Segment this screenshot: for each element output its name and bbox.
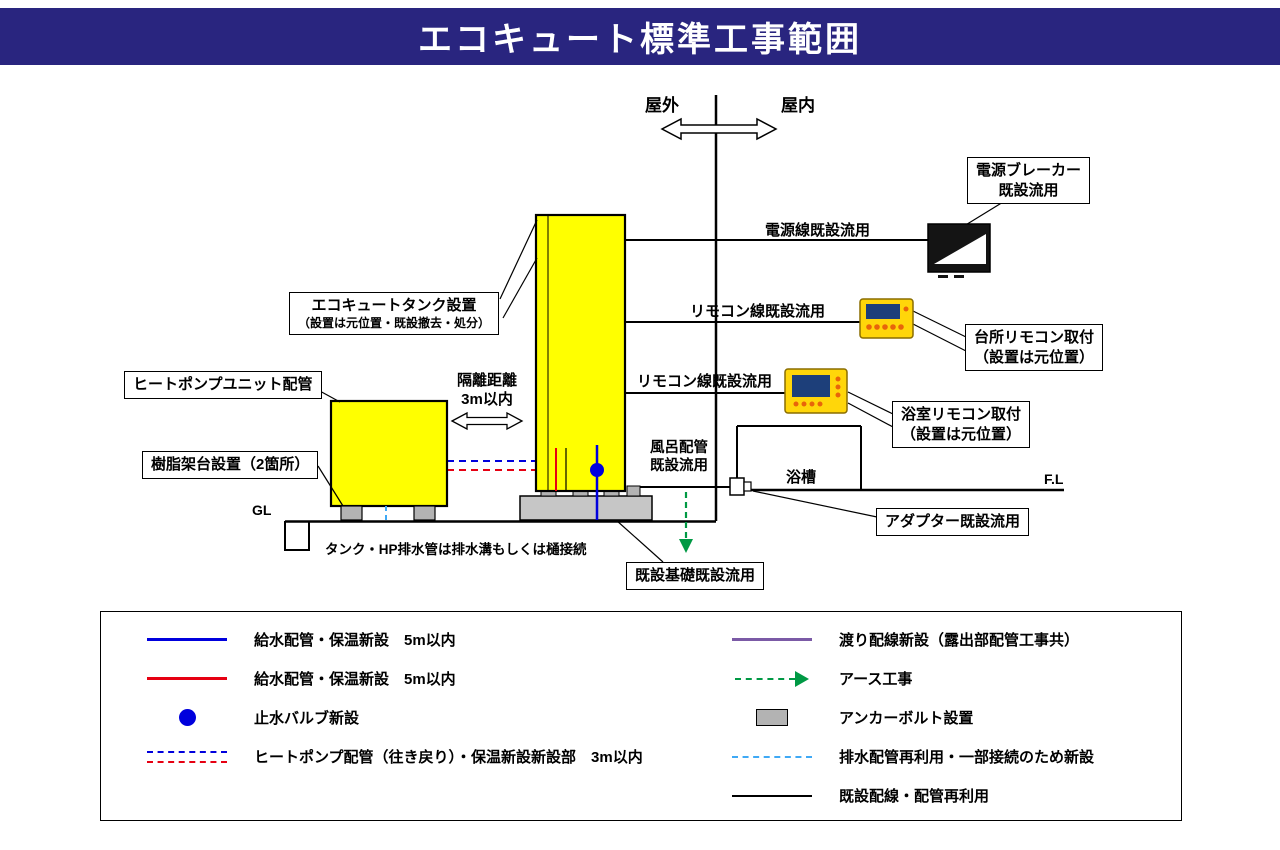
breaker-icon <box>927 223 991 278</box>
callout-breaker: 電源ブレーカー 既設流用 <box>967 157 1091 204</box>
callout-bath-remote: 浴室リモコン取付 （設置は元位置） <box>892 401 1031 448</box>
callout-adapter: アダプター既設流用 <box>876 508 1030 536</box>
floor-level-label: F.L <box>1044 471 1064 487</box>
legend-item: 給水配管・保温新設 5m以内 <box>146 659 643 698</box>
legend-item: アンカーボルト設置 <box>731 698 1094 737</box>
power-line-label: 電源線既設流用 <box>765 222 871 239</box>
legend-box: 給水配管・保温新設 5m以内 給水配管・保温新設 5m以内 止水バルブ新設 ヒー… <box>100 611 1182 821</box>
callout-stand: 樹脂架台設置（2箇所） <box>142 451 319 479</box>
callout-kitchen-remote: 台所リモコン取付 （設置は元位置） <box>965 324 1104 371</box>
legend-right-column: 渡り配線新設（露出部配管工事共） アース工事 アンカーボルト設置 排水配管再利用… <box>731 620 1094 815</box>
legend-item: 渡り配線新設（露出部配管工事共） <box>731 620 1094 659</box>
earth-arrow <box>679 492 693 553</box>
legend-item: 止水バルブ新設 <box>146 698 643 737</box>
legend-item: 排水配管再利用・一部接続のため新設 <box>731 737 1094 776</box>
anchor-bolt-symbol <box>756 709 788 726</box>
hp-piping-dashed-symbol <box>146 750 228 763</box>
existing-piping-symbol <box>732 794 812 797</box>
adapter-icon <box>729 477 752 496</box>
drain-note-label: タンク・HP排水管は排水溝もしくは樋接続 <box>325 542 587 557</box>
callout-tank: エコキュートタンク設置 （設置は元位置・既設撤去・処分） <box>289 292 500 336</box>
heat-pump-feet <box>340 505 436 521</box>
foundation-shape <box>519 495 653 521</box>
bath-pipe-label: 風呂配管 既設流用 <box>650 440 708 474</box>
blue-line-symbol <box>147 638 227 641</box>
crossover-wiring-symbol <box>732 638 812 641</box>
legend-left-column: 給水配管・保温新設 5m以内 給水配管・保温新設 5m以内 止水バルブ新設 ヒー… <box>146 620 643 776</box>
title-banner: エコキュート標準工事範囲 <box>0 8 1280 65</box>
legend-item: 給水配管・保温新設 5m以内 <box>146 620 643 659</box>
ground-level-label: GL <box>252 502 272 518</box>
red-line-symbol <box>147 677 227 680</box>
legend-item: アース工事 <box>731 659 1094 698</box>
tank-shape <box>534 213 627 493</box>
bathtub-label: 浴槽 <box>786 469 817 486</box>
legend-item: 既設配線・配管再利用 <box>731 776 1094 815</box>
kitchen-remote-icon <box>859 298 914 339</box>
bath-remote-icon <box>784 368 848 414</box>
shutoff-valve-symbol <box>178 709 196 726</box>
callout-foundation: 既設基礎既設流用 <box>626 562 765 590</box>
remocon-line-label-1: リモコン線既設流用 <box>690 303 826 320</box>
distance-arrow-icon <box>450 411 524 431</box>
distance-label: 隔離距離 3m以内 <box>456 372 517 408</box>
legend-item: ヒートポンプ配管（往き戻り）・保温新設新設部 3m以内 <box>146 737 643 776</box>
shutoff-valve-dot <box>590 463 604 477</box>
indoor-label: 屋内 <box>781 96 815 115</box>
page-title: エコキュート標準工事範囲 <box>418 21 862 59</box>
earth-arrow-symbol <box>735 670 809 687</box>
outdoor-indoor-arrow-icon <box>660 117 778 141</box>
drain-piping-dashed-symbol <box>732 755 812 758</box>
heat-pump-shape <box>329 399 449 508</box>
ground-step <box>284 521 310 551</box>
callout-heat-pump: ヒートポンプユニット配管 <box>124 371 322 399</box>
outdoor-label: 屋外 <box>645 96 679 115</box>
remocon-line-label-2: リモコン線既設流用 <box>637 373 773 390</box>
